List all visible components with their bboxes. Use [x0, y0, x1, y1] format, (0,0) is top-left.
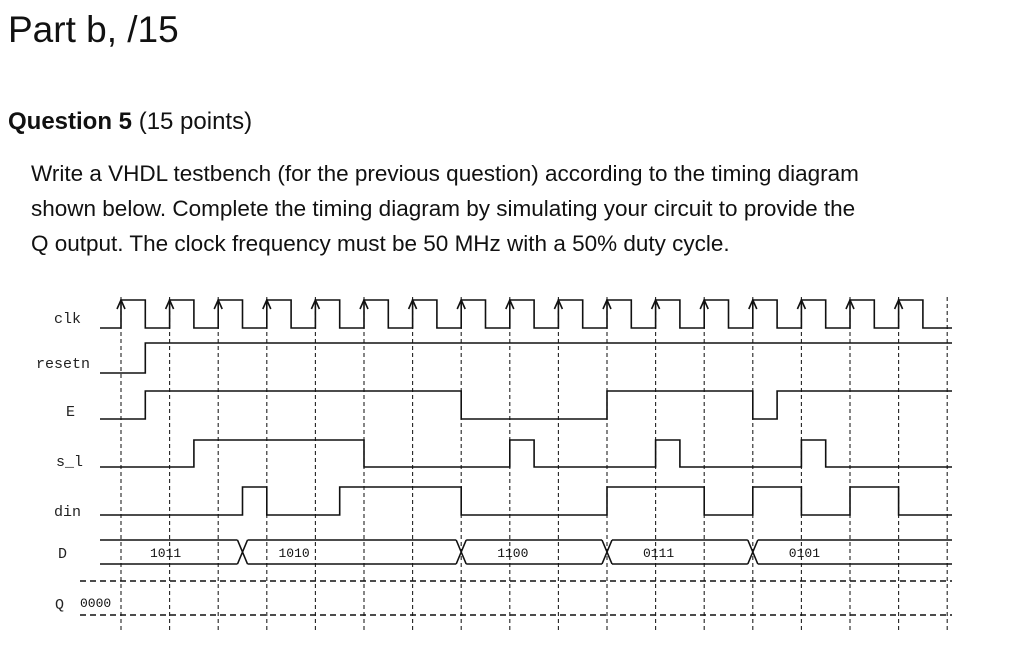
d-bus-transition: [455, 539, 467, 565]
rising-edge-arrow: [553, 298, 564, 310]
rising-edge-arrow: [796, 298, 807, 310]
signal-label-D: D: [58, 546, 67, 563]
d-bus-value-label: 1100: [497, 546, 528, 561]
q-initial-value: 0000: [80, 596, 111, 611]
resetn-waveform: [100, 342, 952, 374]
rising-edge-arrow: [164, 298, 175, 310]
d-bus-value-label: 1011: [150, 546, 181, 561]
rising-edge-arrow: [310, 298, 321, 310]
rising-edge-arrow: [650, 298, 661, 310]
d-bus-transition: [747, 539, 759, 565]
question-points: (15 points): [138, 108, 253, 135]
rising-edge-arrow: [845, 298, 855, 310]
rising-edge-arrow: [213, 298, 223, 310]
s-l-waveform: [100, 439, 952, 468]
d-bus-value-label: 0101: [789, 546, 820, 561]
signal-label-din: din: [54, 504, 81, 521]
question-line: Write a VHDL testbench (for the previous…: [31, 161, 859, 186]
rising-edge-arrow: [407, 298, 418, 310]
rising-edge-arrow: [748, 298, 758, 310]
E-waveform: [100, 390, 952, 420]
question-label: Question 5: [8, 108, 133, 135]
signal-label-s-l: s_l: [56, 454, 83, 471]
question-line: shown below. Complete the timing diagram…: [31, 196, 856, 221]
rising-edge-arrow: [116, 298, 126, 310]
rising-edge-arrow: [456, 298, 466, 310]
rising-edge-arrow: [505, 298, 515, 310]
question-line: Q output. The clock frequency must be 50…: [31, 231, 730, 256]
rising-edge-arrow: [262, 298, 272, 310]
rising-edge-arrow: [602, 298, 612, 310]
question-header: Question 5 (15 points): [8, 106, 252, 138]
d-bus-transition: [236, 539, 249, 565]
d-bus-transition: [601, 539, 613, 565]
rising-edge-arrow: [359, 298, 369, 310]
question-text: Write a VHDL testbench (for the previous…: [31, 156, 991, 261]
din-waveform: [100, 486, 952, 516]
rising-edge-arrow: [699, 298, 709, 310]
signal-label-Q: Q: [55, 597, 64, 614]
d-bus-value-label: 1010: [279, 546, 310, 561]
clk-waveform: [100, 299, 952, 329]
rising-edge-arrow: [893, 298, 904, 310]
signal-label-resetn: resetn: [36, 356, 90, 373]
signal-label-E: E: [66, 404, 75, 421]
part-title: Part b, /15: [8, 9, 179, 50]
d-bus-value-label: 0111: [643, 546, 674, 561]
signal-label-clk: clk: [54, 311, 81, 328]
